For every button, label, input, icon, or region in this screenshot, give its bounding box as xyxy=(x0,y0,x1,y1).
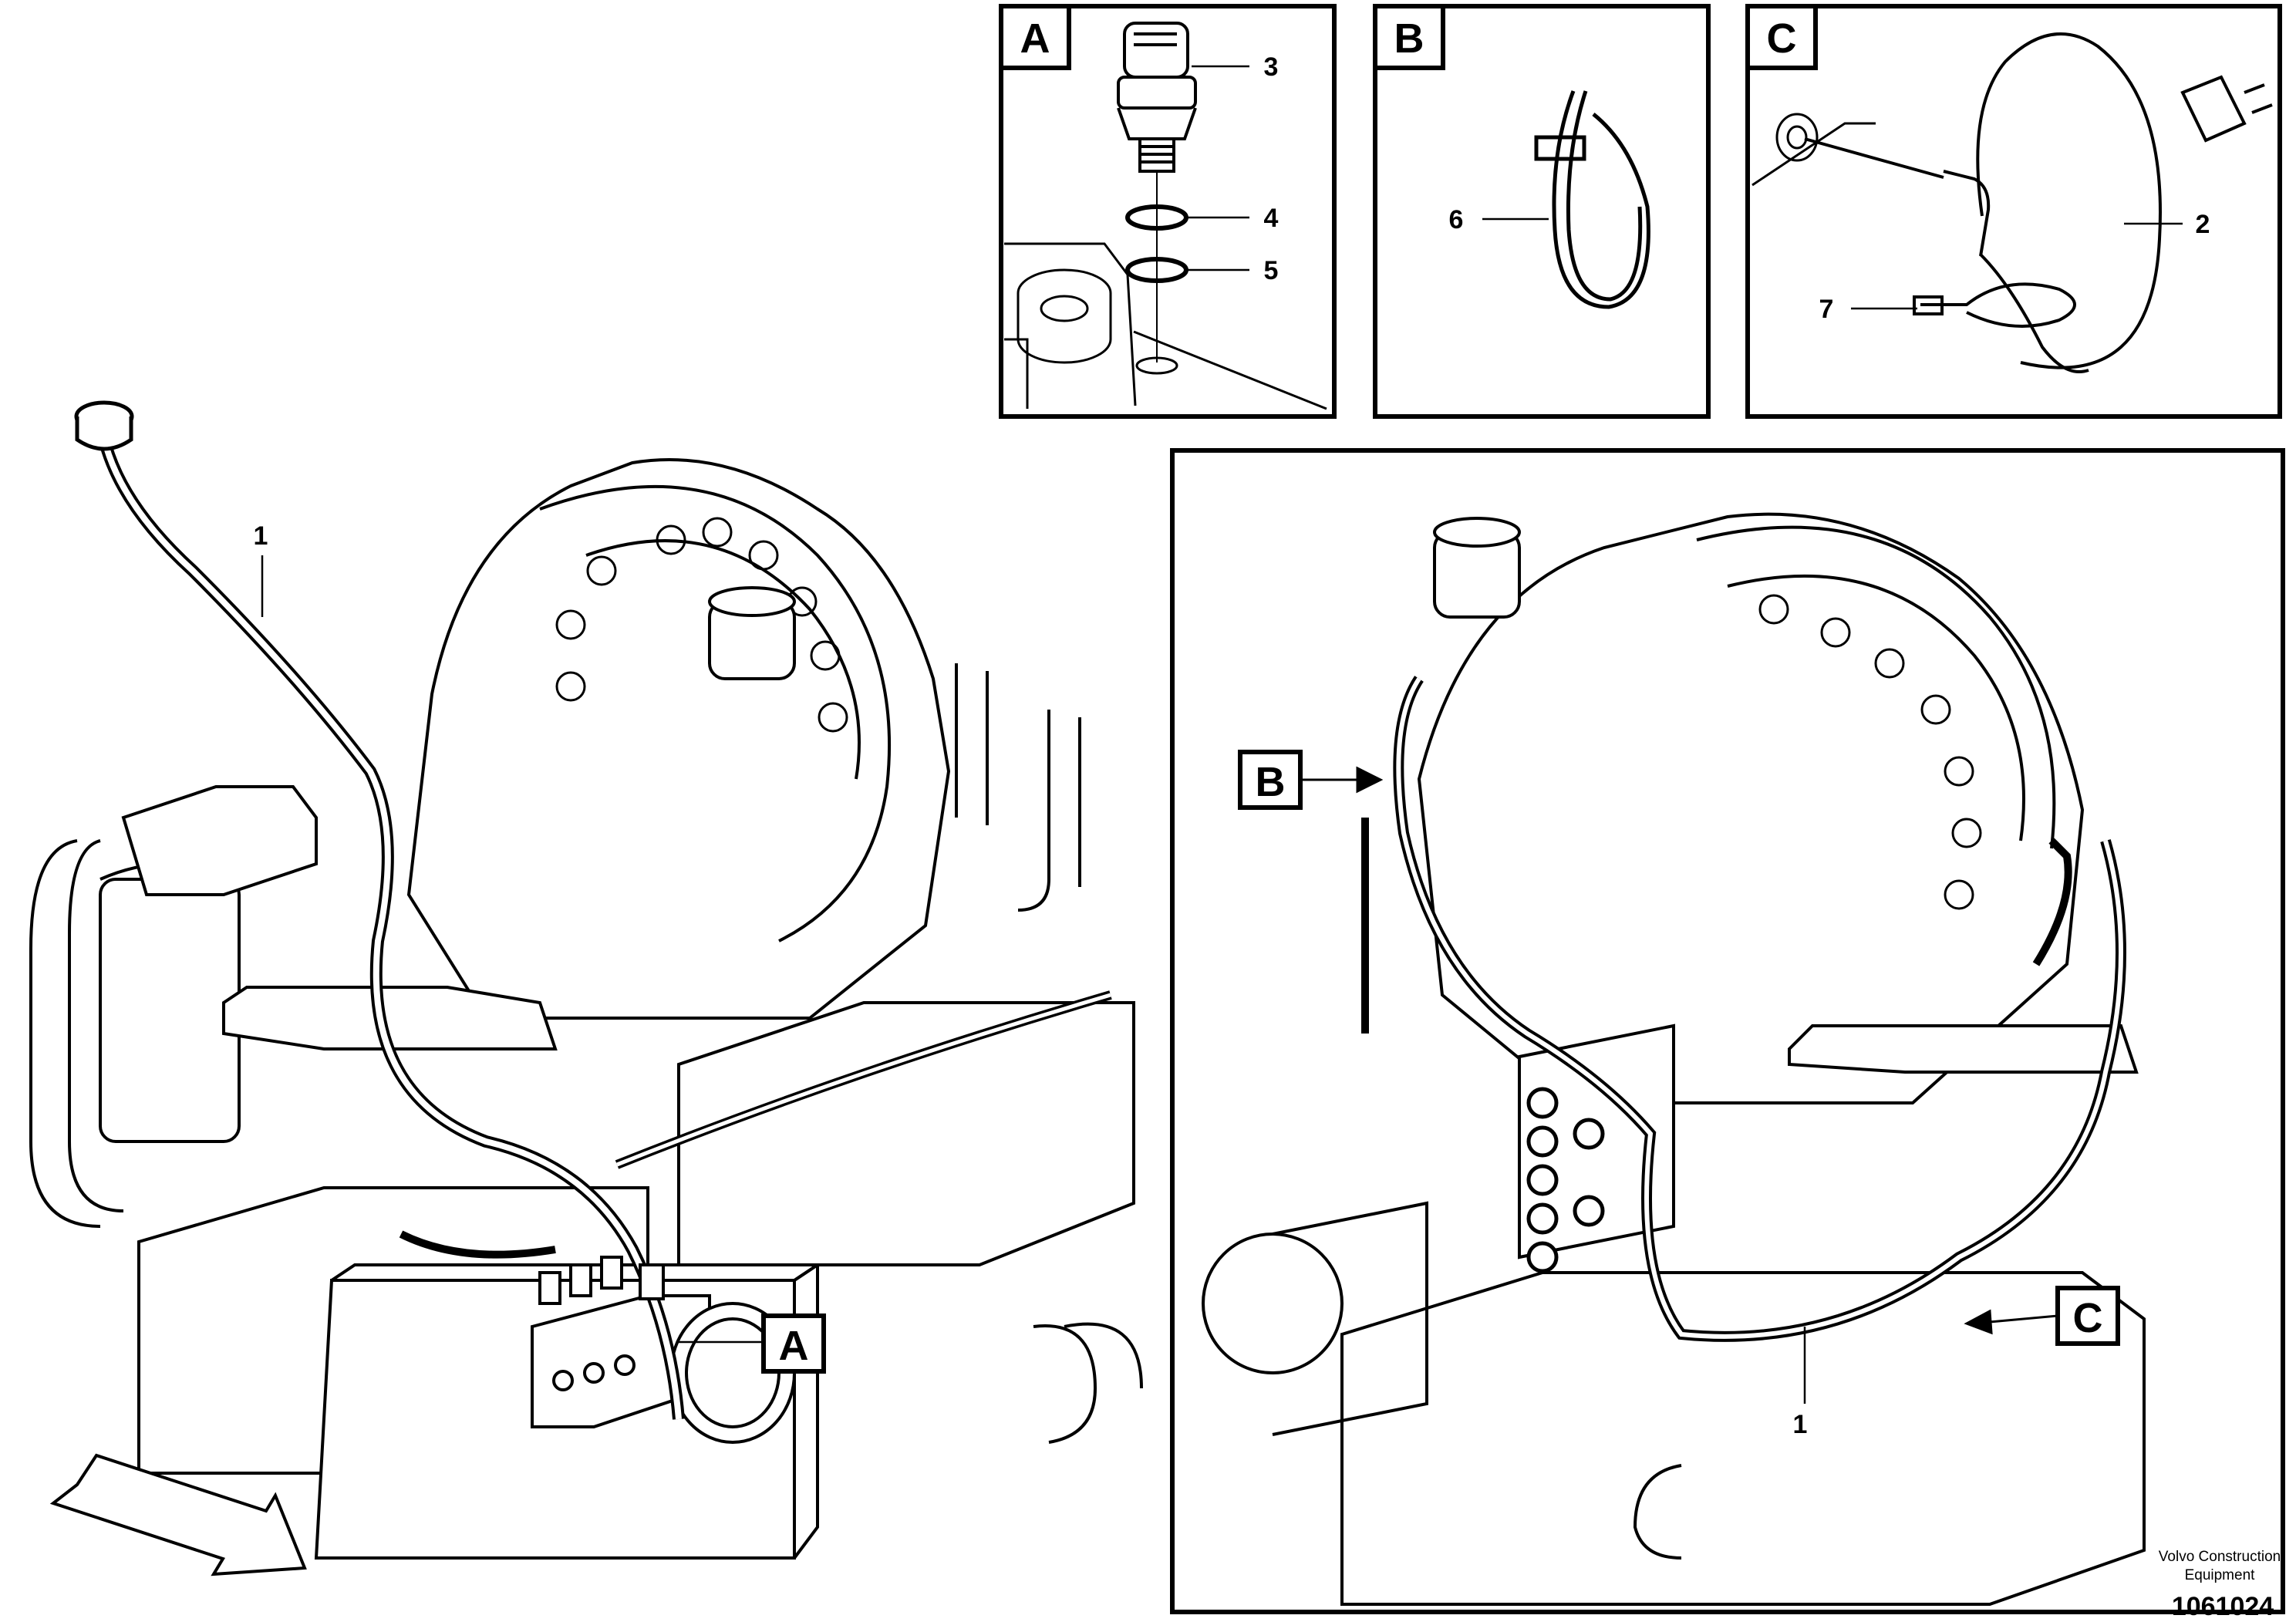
direction-arrow xyxy=(49,1453,307,1576)
panel-a-letter: A xyxy=(1020,15,1050,62)
view-tag-c: C xyxy=(1964,1286,2120,1346)
callout-3: 3 xyxy=(1264,52,1279,82)
callout-1-right: 1 xyxy=(1793,1410,1808,1439)
drawing-number: 1061024 xyxy=(2172,1592,2274,1621)
view-tag-a-letter: A xyxy=(779,1323,809,1369)
right-wiring-harness xyxy=(1361,676,2126,1342)
sensor-mount-sketch xyxy=(1752,113,1876,187)
right-view-frame xyxy=(1170,448,2285,1614)
pressure-switch-drawing xyxy=(1117,22,1197,363)
right-transmission-view xyxy=(1202,512,2146,1606)
brand-name-line1: Volvo Construction xyxy=(2159,1549,2281,1565)
callout-2: 2 xyxy=(2196,210,2210,239)
view-tag-c-letter: C xyxy=(2073,1295,2103,1341)
detail-panel-a: A 3 4 5 xyxy=(999,4,1337,419)
left-transmission-view xyxy=(29,458,1143,1560)
harness-connector-plug xyxy=(74,400,134,451)
housing-sketch xyxy=(1004,242,1327,410)
panel-c-leaders xyxy=(1851,222,2183,310)
mount-hole xyxy=(1135,356,1178,375)
callout-1-left: 1 xyxy=(254,521,268,551)
view-tag-b: B xyxy=(1238,750,1384,810)
callout-7: 7 xyxy=(1819,295,1834,324)
detail-panel-b: B 6 xyxy=(1373,4,1711,419)
left-wiring-harness xyxy=(94,416,1112,1420)
cable-tie-drawing xyxy=(1534,90,1650,309)
brand-name-line2: Equipment xyxy=(2185,1567,2256,1583)
view-tag-a: A xyxy=(761,1313,826,1374)
detail-panel-c: C 7 2 xyxy=(1745,4,2282,419)
sensor-connectors-left xyxy=(538,1256,665,1305)
callout-5: 5 xyxy=(1264,256,1279,285)
panel-c-letter: C xyxy=(1767,15,1797,62)
callout-6: 6 xyxy=(1449,205,1464,234)
view-tag-b-letter: B xyxy=(1256,759,1286,805)
panel-b-letter: B xyxy=(1394,15,1424,62)
temperature-sensor-cable xyxy=(1804,32,2273,373)
panel-a-leaders xyxy=(1186,65,1249,271)
cable-tie-c xyxy=(1913,282,2076,328)
left-view-leaders xyxy=(261,555,764,1344)
callout-4: 4 xyxy=(1264,204,1279,233)
